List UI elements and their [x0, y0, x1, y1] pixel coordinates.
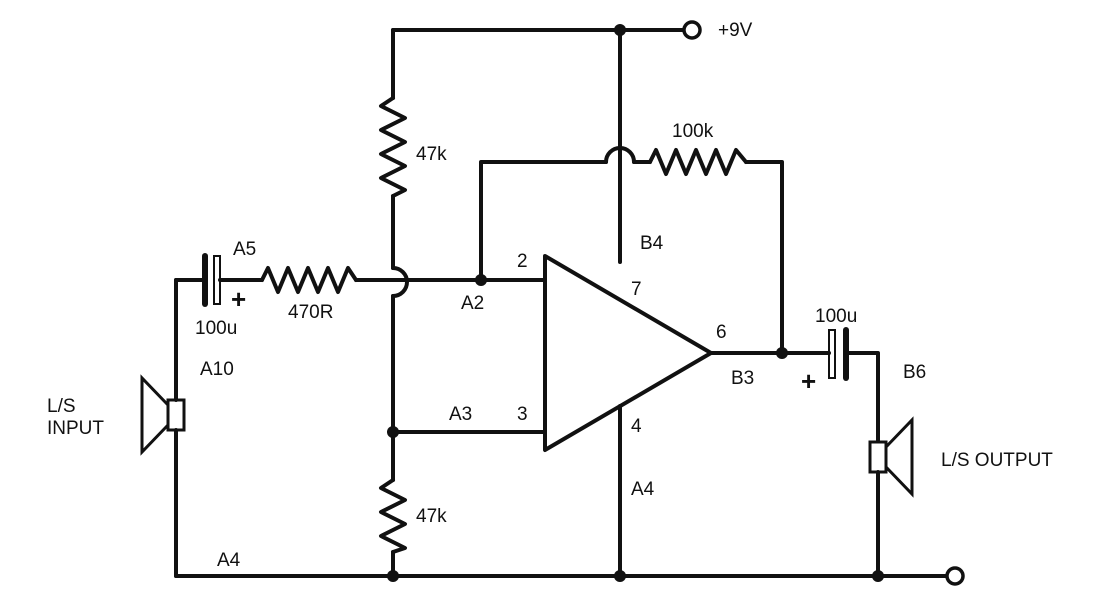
r-input-label: 470R — [288, 302, 333, 323]
output-speaker-icon — [868, 416, 914, 498]
junction-top — [614, 24, 626, 36]
input-speaker-label-line1: L/S — [47, 396, 76, 417]
resistor-100k — [648, 148, 748, 176]
resistor-47k-bottom — [379, 478, 407, 554]
c-output-polarity: + — [801, 366, 816, 396]
node-a3-label: A3 — [449, 404, 472, 425]
input-speaker-icon — [140, 374, 186, 456]
junction-a3 — [387, 426, 399, 438]
junction-output — [776, 347, 788, 359]
c-input-polarity: + — [231, 284, 246, 314]
pin-vminus-label: 4 — [631, 416, 642, 437]
wire-feedback-left — [479, 160, 608, 282]
resistor-470R — [260, 266, 358, 294]
node-b6-label: B6 — [903, 362, 926, 383]
node-b3-label: B3 — [731, 368, 754, 389]
r-top-label: 47k — [416, 144, 447, 165]
c-output-label: 100u — [815, 306, 857, 327]
pin-out-label: 6 — [716, 322, 727, 343]
node-b4-label: B4 — [640, 233, 664, 254]
node-a4-left-label: A4 — [217, 550, 241, 571]
wire-feedback-right — [744, 160, 784, 355]
resistor-47k-top — [379, 96, 407, 198]
node-a4-right-label: A4 — [631, 479, 655, 500]
junction-a2 — [475, 274, 487, 286]
ground-terminal[interactable] — [945, 566, 965, 586]
junction-ground-left — [387, 570, 399, 582]
c-input-label: 100u — [195, 318, 237, 339]
node-a10-label: A10 — [200, 359, 234, 380]
wire-output-to-speaker — [844, 351, 880, 442]
node-a5-label: A5 — [233, 239, 256, 260]
pin-noninv-label: 3 — [517, 404, 528, 425]
r-feedback-label: 100k — [672, 121, 714, 142]
junction-ground-right — [872, 570, 884, 582]
output-speaker-label: L/S OUTPUT — [941, 450, 1053, 471]
pin-inv-label: 2 — [517, 251, 528, 272]
pin-vplus-label: 7 — [631, 279, 642, 300]
input-capacitor-plate-b — [213, 255, 221, 305]
r-bottom-label: 47k — [416, 506, 447, 527]
supply-label: +9V — [718, 20, 753, 41]
opamp-triangle — [543, 254, 713, 452]
supply-terminal[interactable] — [682, 20, 702, 40]
output-capacitor-plate-a — [828, 329, 836, 379]
junction-ground-mid — [614, 570, 626, 582]
input-speaker-label-line2: INPUT — [47, 418, 104, 439]
node-a2-label: A2 — [461, 293, 484, 314]
